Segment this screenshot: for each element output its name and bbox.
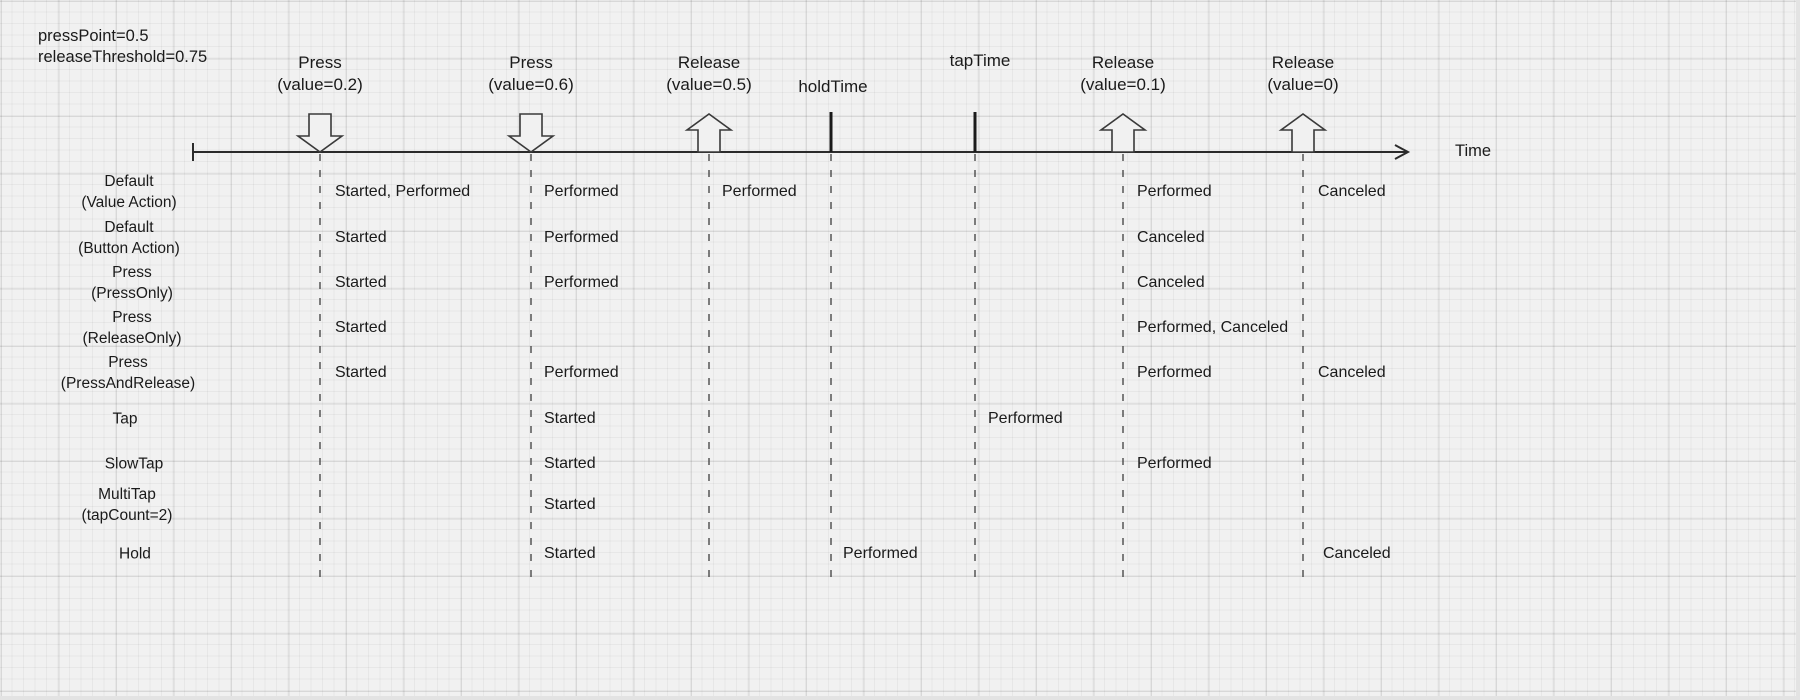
cell-default-value-action-4: Canceled (1318, 183, 1386, 200)
cell-press-pressandrelease-1: Performed (544, 364, 619, 381)
press-arrow-press-06 (506, 113, 556, 153)
cell-hold-1: Performed (843, 545, 918, 562)
cell-tap-0: Started (544, 410, 596, 427)
cell-press-pressandrelease-3: Canceled (1318, 364, 1386, 381)
cell-default-button-action-1: Performed (544, 229, 619, 246)
release-arrow-release-05 (684, 113, 734, 153)
row-label-press-pressandrelease: Press (PressAndRelease) (60, 354, 196, 392)
row-label-hold: Hold (119, 545, 151, 563)
cell-press-pressonly-1: Performed (544, 274, 619, 291)
release-arrow-release-0 (1278, 113, 1328, 153)
cell-default-value-action-2: Performed (722, 183, 797, 200)
row-label-multitap: MultiTap (tapCount=2) (81, 486, 173, 524)
cell-default-value-action-3: Performed (1137, 183, 1212, 200)
cell-multitap-0: Started (544, 496, 596, 513)
cell-press-pressonly-2: Canceled (1137, 274, 1205, 291)
cell-press-pressandrelease-0: Started (335, 364, 387, 381)
event-label-tap-time: tapTime (949, 51, 1011, 70)
cell-slowtap-1: Performed (1137, 455, 1212, 472)
event-label-release-05: Release (value=0.5) (666, 53, 752, 94)
paper-edge-right (1796, 0, 1800, 700)
cell-default-value-action-0: Started, Performed (335, 183, 471, 200)
row-label-tap: Tap (112, 410, 138, 428)
row-label-default-value-action: Default (Value Action) (81, 173, 177, 211)
row-label-default-button-action: Default (Button Action) (78, 219, 180, 257)
cell-tap-1: Performed (988, 410, 1063, 427)
event-label-press-06: Press (value=0.6) (488, 53, 574, 94)
press-arrow-press-02 (295, 113, 345, 153)
cell-default-value-action-1: Performed (544, 183, 619, 200)
cell-hold-2: Canceled (1323, 545, 1391, 562)
cell-slowtap-0: Started (544, 455, 596, 472)
row-label-press-pressonly: Press (PressOnly) (91, 264, 173, 302)
axis-label-time: Time (1455, 142, 1492, 160)
event-label-hold-time: holdTime (798, 77, 868, 96)
cell-default-button-action-0: Started (335, 229, 387, 246)
paper-edge-bottom (0, 696, 1800, 700)
cell-press-pressandrelease-2: Performed (1137, 364, 1212, 381)
release-arrow-release-01 (1098, 113, 1148, 153)
row-label-press-releaseonly: Press (ReleaseOnly) (82, 309, 182, 347)
row-label-slowtap: SlowTap (104, 455, 164, 473)
cell-hold-0: Started (544, 545, 596, 562)
event-label-release-0: Release (value=0) (1267, 53, 1339, 94)
parameters-note: pressPoint=0.5 releaseThreshold=0.75 (38, 27, 208, 66)
event-label-release-01: Release (value=0.1) (1080, 53, 1166, 94)
cell-press-pressonly-0: Started (335, 274, 387, 291)
cell-press-releaseonly-1: Performed, Canceled (1137, 319, 1289, 336)
time-axis-arrowhead (1394, 144, 1411, 160)
event-label-press-02: Press (value=0.2) (277, 53, 363, 94)
cell-press-releaseonly-0: Started (335, 319, 387, 336)
cell-default-button-action-2: Canceled (1137, 229, 1205, 246)
